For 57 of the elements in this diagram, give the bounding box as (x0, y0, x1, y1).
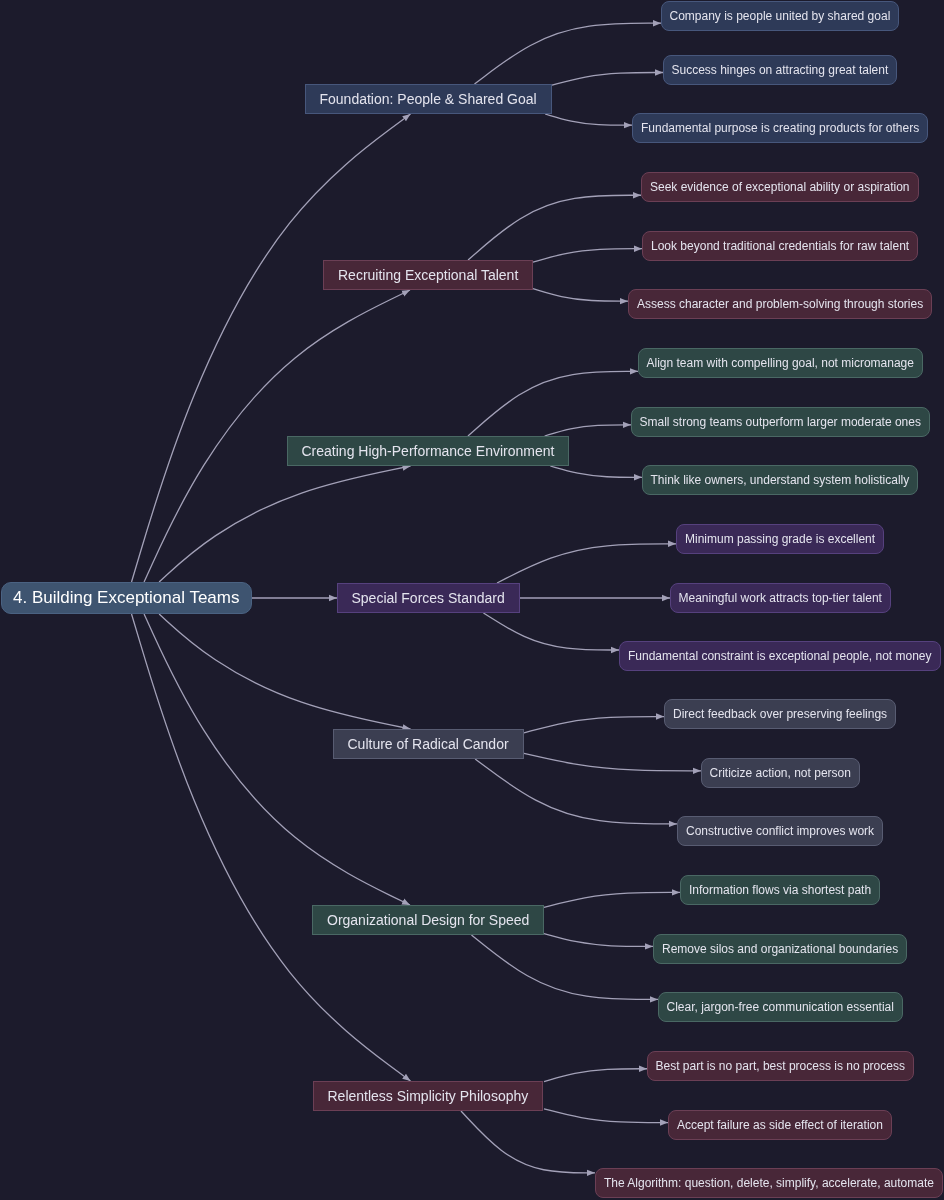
subtopic-node: Think like owners, understand system holistically (641, 465, 919, 495)
arrow (467, 192, 642, 261)
arrow (158, 464, 412, 583)
subtopic-node: Look beyond traditional credentials for raw talent (642, 231, 919, 261)
arrow (143, 613, 411, 906)
branch-topic-box: Recruiting Exceptional Talent (323, 260, 534, 290)
arrow (460, 1110, 596, 1177)
arrow (543, 889, 681, 908)
subtopic-node: Constructive conflict improves work (677, 816, 884, 846)
subtopic-node: Best part is no part, best process is no process (646, 1051, 914, 1081)
subtopic-node: Company is people united by shared goal (660, 1, 900, 31)
arrow (543, 1108, 669, 1126)
subtopic-node: Assess character and problem-solving through stories (628, 289, 933, 319)
central-topic-node: 4. Building Exceptional Teams (1, 582, 252, 614)
arrow (519, 594, 671, 602)
subtopic-node: Direct feedback over preserving feelings (664, 699, 897, 729)
arrow (523, 713, 665, 734)
arrow (130, 113, 412, 583)
arrow (467, 368, 639, 437)
arrow (532, 245, 643, 263)
branch-topic-box: Foundation: People & Shared Goal (304, 84, 552, 114)
subtopic-node: Fundamental constraint is exceptional people, not money (619, 641, 941, 671)
subtopic-node: Small strong teams outperform larger moderate ones (630, 407, 930, 437)
arrow (473, 20, 662, 85)
subtopic-node: Meaningful work attracts top-tier talent (669, 583, 891, 613)
subtopic-node: Align team with compelling goal, not micromanage (637, 348, 923, 378)
branch-topic-box: Relentless Simplicity Philosophy (312, 1081, 544, 1111)
arrow (523, 752, 702, 775)
arrow (474, 758, 678, 828)
arrow (251, 594, 338, 602)
arrow (158, 613, 412, 731)
arrow (544, 113, 633, 129)
arrow (551, 69, 664, 86)
subtopic-node: Accept failure as side effect of iteration (668, 1110, 892, 1140)
arrow (543, 932, 654, 950)
arrow (482, 612, 620, 654)
arrow (543, 1065, 648, 1083)
subtopic-node: The Algorithm: question, delete, simplify, accelerate, automate (595, 1168, 943, 1198)
subtopic-node: Information flows via shortest path (680, 875, 881, 905)
subtopic-node: Remove silos and organizational boundaries (653, 934, 908, 964)
subtopic-node: Minimum passing grade is excellent (676, 524, 885, 554)
subtopic-node: Success hinges on attracting great talent (662, 55, 898, 85)
arrow (143, 289, 411, 583)
arrow (130, 613, 412, 1082)
subtopic-node: Criticize action, not person (700, 758, 860, 788)
subtopic-node: Seek evidence of exceptional ability or aspiration (641, 172, 919, 202)
subtopic-node: Clear, jargon-free communication essential (657, 992, 903, 1022)
arrow (470, 934, 659, 1003)
branch-topic-box: Special Forces Standard (336, 583, 520, 613)
arrow (543, 421, 632, 437)
arrow (532, 288, 629, 305)
branch-topic-box: Culture of Radical Candor (332, 729, 524, 759)
branch-topic-box: Organizational Design for Speed (312, 905, 545, 935)
arrow (496, 540, 677, 584)
subtopic-node: Fundamental purpose is creating products for others (632, 113, 929, 143)
branch-topic-box: Creating High-Performance Environment (286, 436, 570, 466)
arrow (549, 465, 643, 481)
